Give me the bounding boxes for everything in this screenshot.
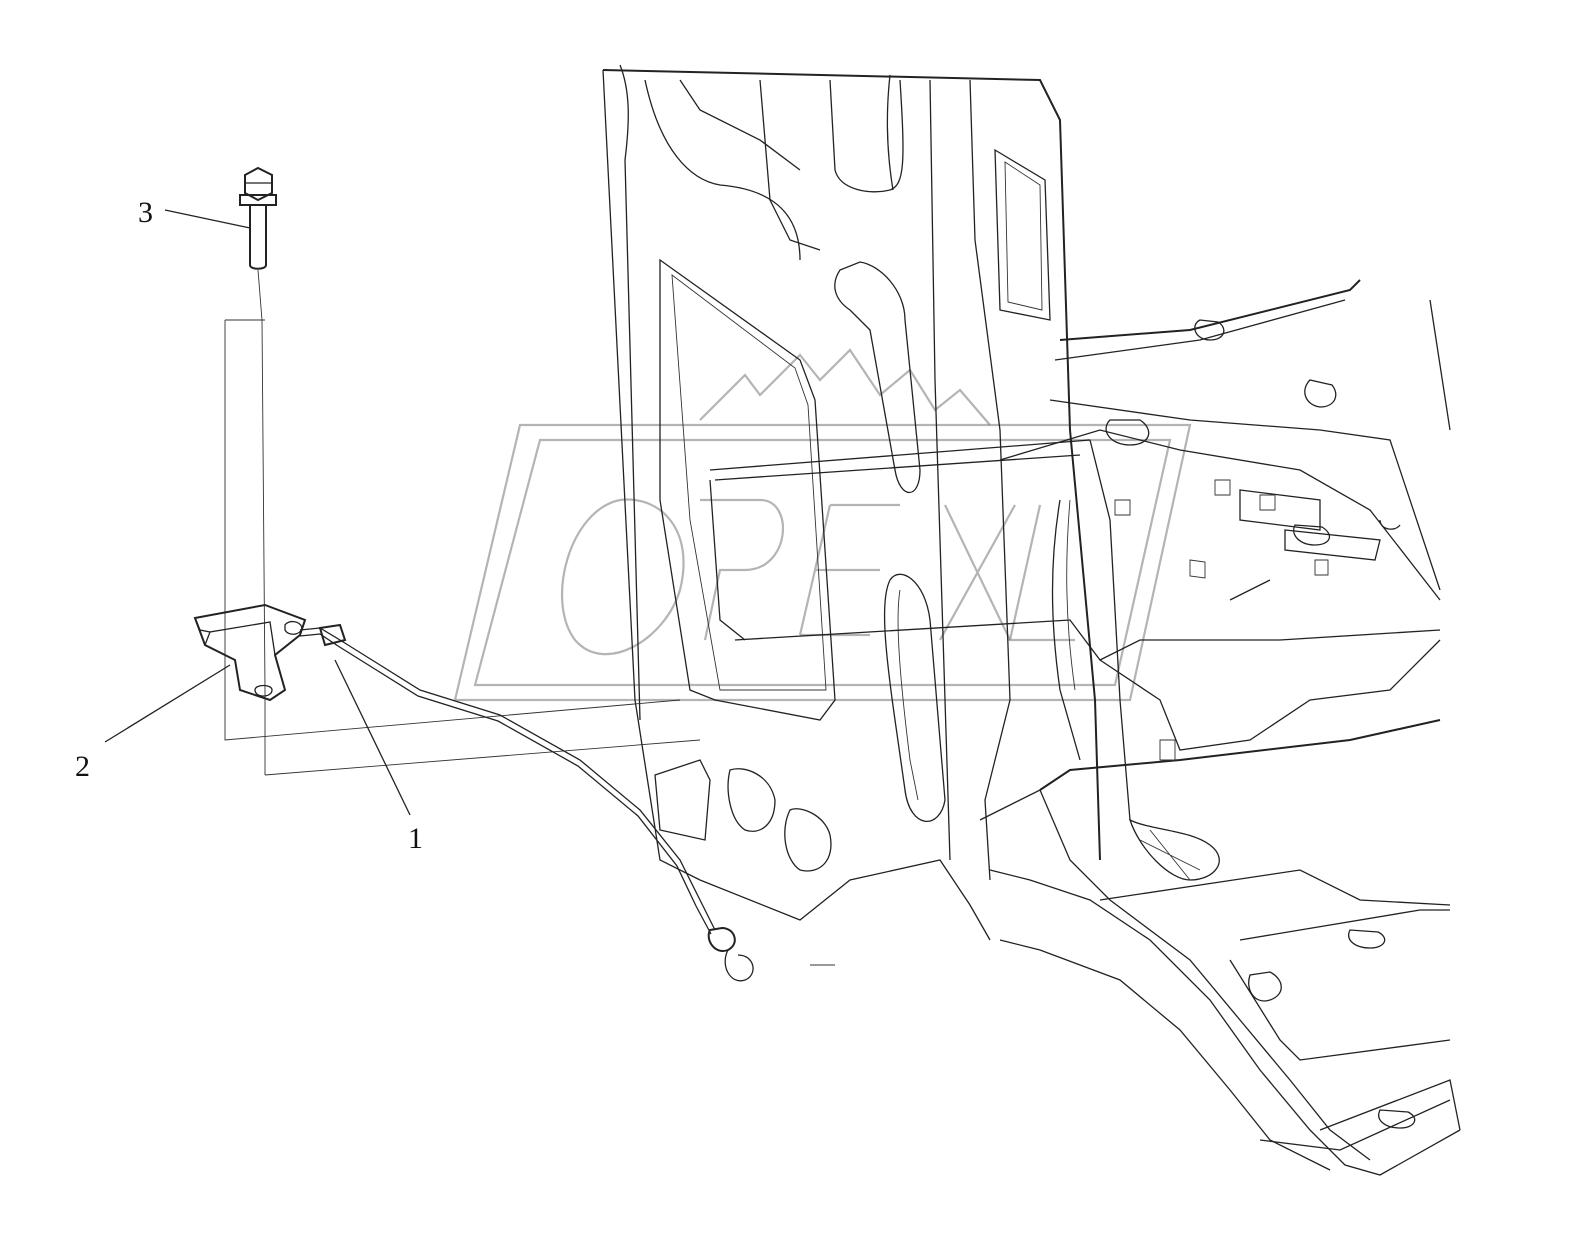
phantom-lines bbox=[224, 319, 701, 776]
callout-3: 3 bbox=[138, 196, 153, 229]
leader-lines bbox=[104, 209, 411, 816]
pillar-panel bbox=[602, 64, 1101, 941]
cable-part-1 bbox=[299, 623, 754, 982]
floor-assembly bbox=[709, 279, 1461, 1176]
bolt-part-3 bbox=[239, 166, 277, 691]
callout-1: 1 bbox=[408, 822, 423, 855]
bracket-part-2 bbox=[193, 603, 307, 702]
watermark-logo bbox=[453, 348, 1192, 702]
callout-2: 2 bbox=[75, 750, 90, 783]
